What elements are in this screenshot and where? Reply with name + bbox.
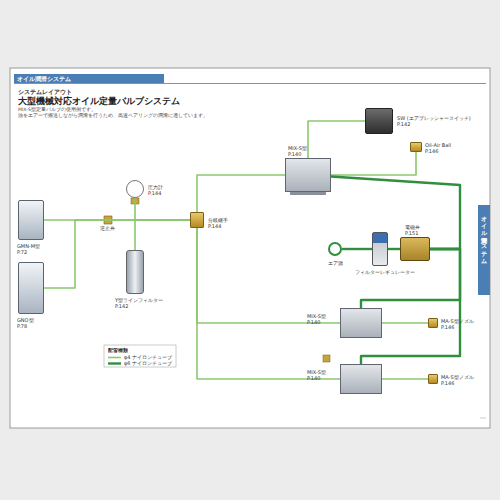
oil-tube [331, 152, 416, 175]
oil-pump: GMN-M型P.72 [18, 200, 44, 240]
mixing-valve: MIX-S型P.140 [285, 158, 331, 192]
oil-tube [44, 220, 190, 288]
part-name: GNO型 [17, 317, 34, 323]
node-caption: エア源 [328, 260, 343, 266]
oil-tube [135, 220, 190, 250]
air-tube [388, 248, 400, 250]
part-name: MA-S型ノズル [441, 374, 474, 380]
air-tube [361, 249, 460, 364]
page-reference: P.140 [288, 151, 307, 157]
oil-tube [197, 228, 340, 323]
pressure-switch: SW (エアプレッシャースイッチ)P.142 [365, 108, 393, 134]
part-name: MIX-S型 [288, 145, 307, 151]
node-caption: フィルターレギュレーター [355, 269, 415, 275]
air-tube [342, 248, 372, 250]
oil-air-fitting: Oil-Air BallP.146 [410, 142, 422, 152]
part-name: MA-S型ノズル [441, 318, 474, 324]
legend-line-sample [108, 361, 122, 366]
node-caption: MIX-S型P.140 [307, 313, 326, 325]
pressure-gauge: 圧力計P.144 [126, 180, 144, 198]
subheading: システムレイアウト [18, 88, 72, 97]
page-reference: P.146 [441, 324, 474, 330]
oil-tube [308, 121, 365, 158]
node-caption: MIX-S型P.140 [288, 145, 307, 157]
oil-tube [197, 175, 285, 212]
legend-text: φ6 ナイロンチューブ [124, 360, 172, 366]
spray-nozzle: MA-S型ノズルP.146 [428, 374, 438, 384]
air-source: エア源 [328, 242, 342, 256]
page-reference: P.151 [405, 230, 420, 236]
node-caption: SW (エアプレッシャースイッチ)P.142 [397, 115, 471, 127]
oil-tube [382, 378, 428, 380]
page-reference: P.140 [307, 375, 326, 381]
part-name: 分岐継手 [208, 217, 228, 223]
page-reference: P.146 [441, 380, 474, 386]
part-name: SW (エアプレッシャースイッチ) [397, 115, 471, 121]
page-reference: P.140 [307, 319, 326, 325]
page-title: 大型機械対応オイル定量バルブシステム [18, 95, 180, 108]
part-name: MIX-S型 [307, 313, 326, 319]
node-caption: MA-S型ノズルP.146 [441, 318, 474, 330]
part-name: GMN-M型 [17, 243, 40, 249]
description-note: 油をエアーで搬送しながら潤滑を行うため、高速ベアリングの潤滑に適しています。 [18, 113, 208, 118]
part-name: 圧力計 [148, 184, 163, 190]
mix-base-symbol [290, 192, 326, 195]
fitting-symbol [323, 355, 330, 362]
oil-tube [197, 228, 340, 379]
section-header: オイル潤滑システム [17, 75, 71, 84]
node-caption: 電磁弁P.151 [405, 224, 420, 236]
node-caption: Oil-Air BallP.146 [425, 142, 451, 154]
oil-tube [135, 198, 190, 220]
part-name: Y型ラインフィルター [115, 297, 163, 303]
part-name: 電磁弁 [405, 224, 420, 230]
page-reference: P.142 [397, 121, 471, 127]
side-tab-text: オイル潤滑システム [479, 212, 488, 261]
header-rule [14, 83, 486, 84]
branch-fitting: 分岐継手P.144 [190, 212, 204, 228]
node-caption: Y型ラインフィルターP.142 [115, 297, 163, 309]
part-name: 逆止弁 [100, 226, 115, 231]
node-caption: 圧力計P.144 [148, 184, 163, 196]
part-name: MIX-S型 [307, 369, 326, 375]
header-bar [14, 74, 164, 83]
page-reference: P.72 [17, 249, 40, 255]
oil-tube [382, 322, 428, 324]
oil-pump: GNO型P.78 [18, 262, 44, 314]
legend-heading: 配管種類 [108, 347, 128, 353]
part-name: フィルターレギュレーター [355, 269, 415, 275]
page-mark [480, 418, 486, 419]
legend-entry: φ4 ナイロンチューブ [108, 354, 172, 360]
node-caption: GMN-M型P.72 [17, 243, 40, 255]
legend-text: φ4 ナイロンチューブ [124, 354, 172, 360]
mixing-valve: MIX-S型P.140 [340, 364, 382, 394]
node-caption: MIX-S型P.140 [307, 369, 326, 381]
legend-frame [104, 345, 176, 367]
line-filter: Y型ラインフィルターP.142 [126, 250, 144, 294]
side-tab [478, 205, 490, 295]
page-reference: P.78 [17, 323, 34, 329]
mixing-valve: MIX-S型P.140 [340, 308, 382, 338]
page-sheet [10, 68, 490, 428]
filter-regulator: フィルターレギュレーター [372, 232, 388, 266]
node-caption: 分岐継手P.144 [208, 217, 228, 229]
part-name: エア源 [328, 260, 343, 266]
page-reference: P.144 [208, 223, 228, 229]
part-name: Oil-Air Ball [425, 142, 451, 148]
node-caption: GNO型P.78 [17, 317, 34, 329]
page-reference: P.144 [148, 190, 163, 196]
solenoid-valve: 電磁弁P.151 [400, 237, 430, 261]
air-tube [331, 177, 460, 249]
legend-line-sample [108, 355, 122, 360]
page-reference: P.146 [425, 148, 451, 154]
spray-nozzle: MA-S型ノズルP.146 [428, 318, 438, 328]
legend-entry: φ6 ナイロンチューブ [108, 360, 172, 366]
node-caption: MA-S型ノズルP.146 [441, 374, 474, 386]
description-note: MIX-S型定量バルブの使用例です。 [18, 107, 96, 112]
page-reference: P.142 [115, 303, 163, 309]
